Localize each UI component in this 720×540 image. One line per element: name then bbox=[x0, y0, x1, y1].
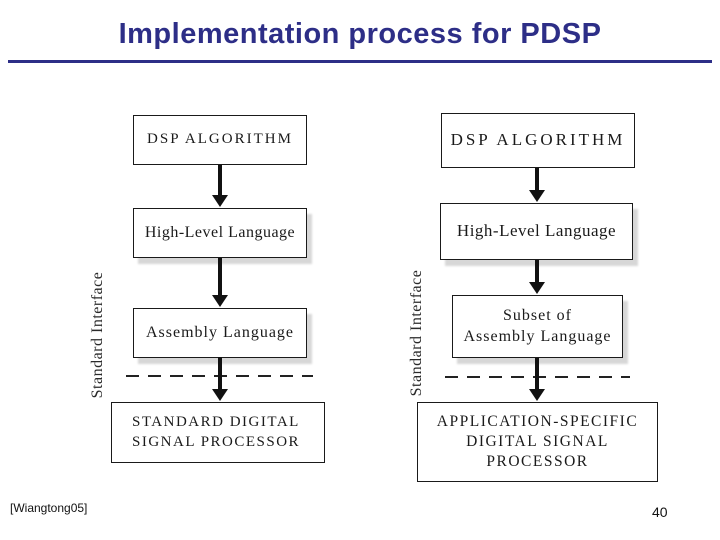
dsp-algorithm-box-right: DSP ALGORITHM bbox=[441, 113, 635, 168]
title-underline bbox=[8, 60, 712, 63]
standard-dsp-box: STANDARD DIGITAL SIGNAL PROCESSOR bbox=[111, 402, 325, 463]
citation: [Wiangtong05] bbox=[10, 501, 88, 515]
assembly-language-box: Assembly Language bbox=[133, 308, 307, 358]
down-arrow-icon bbox=[212, 357, 228, 401]
down-arrow-icon bbox=[529, 260, 545, 294]
high-level-language-box-left: High-Level Language bbox=[133, 208, 307, 258]
down-arrow-icon bbox=[212, 258, 228, 307]
down-arrow-icon bbox=[212, 165, 228, 207]
page-number: 40 bbox=[652, 504, 668, 520]
standard-interface-label-right: Standard Interface bbox=[408, 269, 425, 397]
high-level-language-box-right: High-Level Language bbox=[440, 203, 633, 260]
slide-title: Implementation process for PDSP bbox=[118, 18, 602, 50]
down-arrow-icon bbox=[529, 168, 545, 202]
down-arrow-icon bbox=[529, 358, 545, 401]
standard-interface-label-left: Standard Interface bbox=[89, 271, 106, 399]
subset-assembly-language-box: Subset of Assembly Language bbox=[452, 295, 623, 358]
dsp-algorithm-box-left: DSP ALGORITHM bbox=[133, 115, 307, 165]
application-specific-dsp-box: APPLICATION-SPECIFIC DIGITAL SIGNAL PROC… bbox=[417, 402, 658, 482]
